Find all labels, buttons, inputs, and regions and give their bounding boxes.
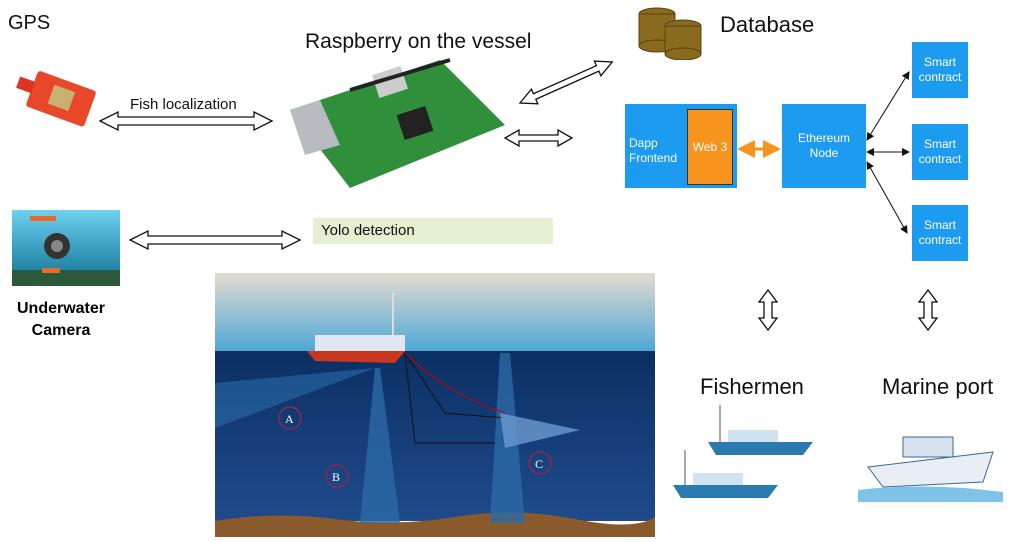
police-boat-image	[858, 436, 1003, 502]
node-label-1: Ethereum	[797, 131, 851, 145]
double-arrow-pi-web	[503, 128, 574, 148]
yolo-detection-label: Yolo detection	[313, 218, 553, 244]
web3-label: Web 3	[692, 139, 728, 154]
web3-box: Web 3	[687, 109, 733, 185]
node-label-2: Node	[809, 146, 839, 160]
double-arrow-gps	[98, 110, 274, 132]
double-arrow-camera	[128, 229, 302, 251]
double-arrow-port	[917, 288, 939, 332]
double-arrow-pi-database	[518, 60, 614, 105]
marker-a: A	[285, 412, 294, 426]
fishermen-label: Fishermen	[700, 374, 804, 399]
ocean-sonar-scene-image: A B C	[215, 273, 655, 537]
fishing-boats-image	[673, 405, 813, 498]
dapp-label-1: Dapp	[629, 136, 658, 150]
contract-label: contract	[918, 152, 962, 166]
raspberry-pi-image	[290, 58, 505, 188]
contract-label: contract	[918, 233, 962, 247]
double-arrow-fishermen	[757, 288, 779, 332]
contract-label: contract	[918, 70, 962, 84]
marker-c: C	[535, 457, 543, 471]
contract-label: Smart	[923, 137, 956, 151]
raspberry-label: Raspberry on the vessel	[305, 30, 532, 53]
dapp-label-2: Frontend	[629, 151, 678, 165]
underwater-camera-image	[12, 210, 120, 286]
camera-label-2: Camera	[31, 322, 91, 339]
ethereum-node-box: Ethereum Node	[782, 104, 866, 188]
gps-module-image	[16, 71, 96, 127]
contract-label: Smart	[923, 55, 956, 69]
database-label: Database	[720, 12, 815, 37]
underwater-camera-label: Underwater Camera	[10, 298, 112, 342]
marine-port-label: Marine port	[882, 374, 994, 399]
gps-label: GPS	[8, 12, 51, 34]
marker-b: B	[332, 470, 340, 484]
database-icon	[638, 7, 702, 60]
fish-localization-label: Fish localization	[130, 96, 237, 113]
dapp-frontend-box: Dapp Frontend Web 3	[625, 104, 737, 188]
contract-label: Smart	[923, 218, 956, 232]
camera-label-1: Underwater	[16, 300, 106, 317]
